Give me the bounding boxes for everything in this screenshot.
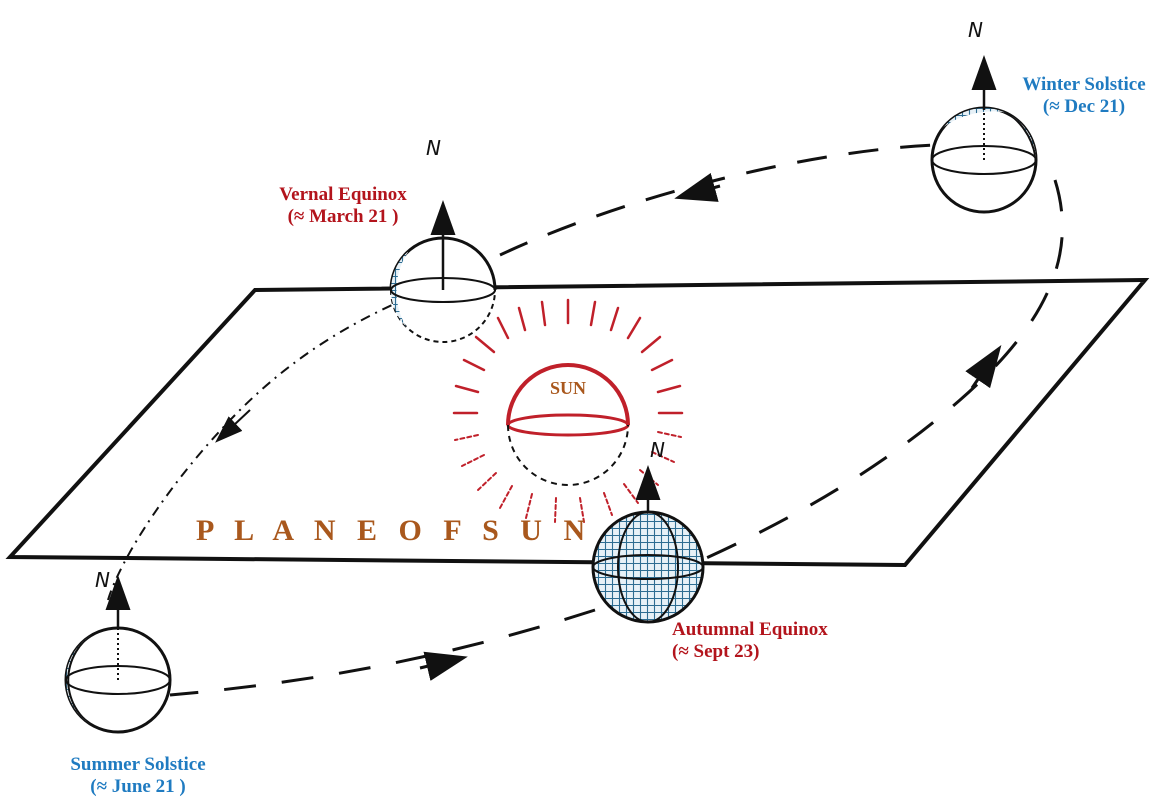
winter-solstice-label: Winter Solstice (≈ Dec 21) xyxy=(1005,74,1163,118)
autumnal-equinox-name: Autumnal Equinox xyxy=(672,619,828,640)
orbit-arrow-bottom xyxy=(419,651,468,681)
sun-rays-lower xyxy=(454,431,682,523)
orbit-path-bottom xyxy=(169,608,596,697)
summer-globe xyxy=(64,575,172,734)
sun-plane xyxy=(5,277,1150,568)
winter-globe xyxy=(930,55,1038,214)
summer-solstice-label: Summer Solstice (≈ June 21 ) xyxy=(42,754,234,798)
autumnal-globe xyxy=(591,465,705,624)
orbit-arrow-right xyxy=(965,345,1002,389)
plane-label: P L A N E O F S U N xyxy=(196,514,593,547)
orbit-path-left xyxy=(107,304,393,601)
north-marker-summer: N xyxy=(95,568,110,592)
orbit-arrow-left xyxy=(215,409,251,443)
summer-solstice-name: Summer Solstice xyxy=(70,754,206,775)
sun-upper-half xyxy=(506,363,630,426)
orbit-path xyxy=(499,143,936,257)
summer-solstice-date: (≈ June 21 ) xyxy=(90,776,186,797)
winter-solstice-name: Winter Solstice xyxy=(1022,74,1146,95)
north-marker-autumnal: N xyxy=(650,438,665,462)
vernal-equinox-name: Vernal Equinox xyxy=(279,184,407,205)
sun-rays xyxy=(452,298,684,415)
north-marker-vernal: N xyxy=(426,136,441,160)
autumnal-equinox-date: (≈ Sept 23) xyxy=(672,641,760,662)
vernal-equinox-date: (≈ March 21 ) xyxy=(287,206,399,227)
orbit-path-right xyxy=(701,179,1064,562)
vernal-equinox-label: Vernal Equinox (≈ March 21 ) xyxy=(258,184,428,228)
autumnal-equinox-label: Autumnal Equinox (≈ Sept 23) xyxy=(672,619,872,663)
winter-solstice-date: (≈ Dec 21) xyxy=(1042,96,1126,117)
sun-label: SUN xyxy=(549,378,586,398)
sun-lower-half xyxy=(507,424,629,486)
north-marker-winter: N xyxy=(968,18,983,42)
orbit-arrow-top xyxy=(674,172,721,202)
